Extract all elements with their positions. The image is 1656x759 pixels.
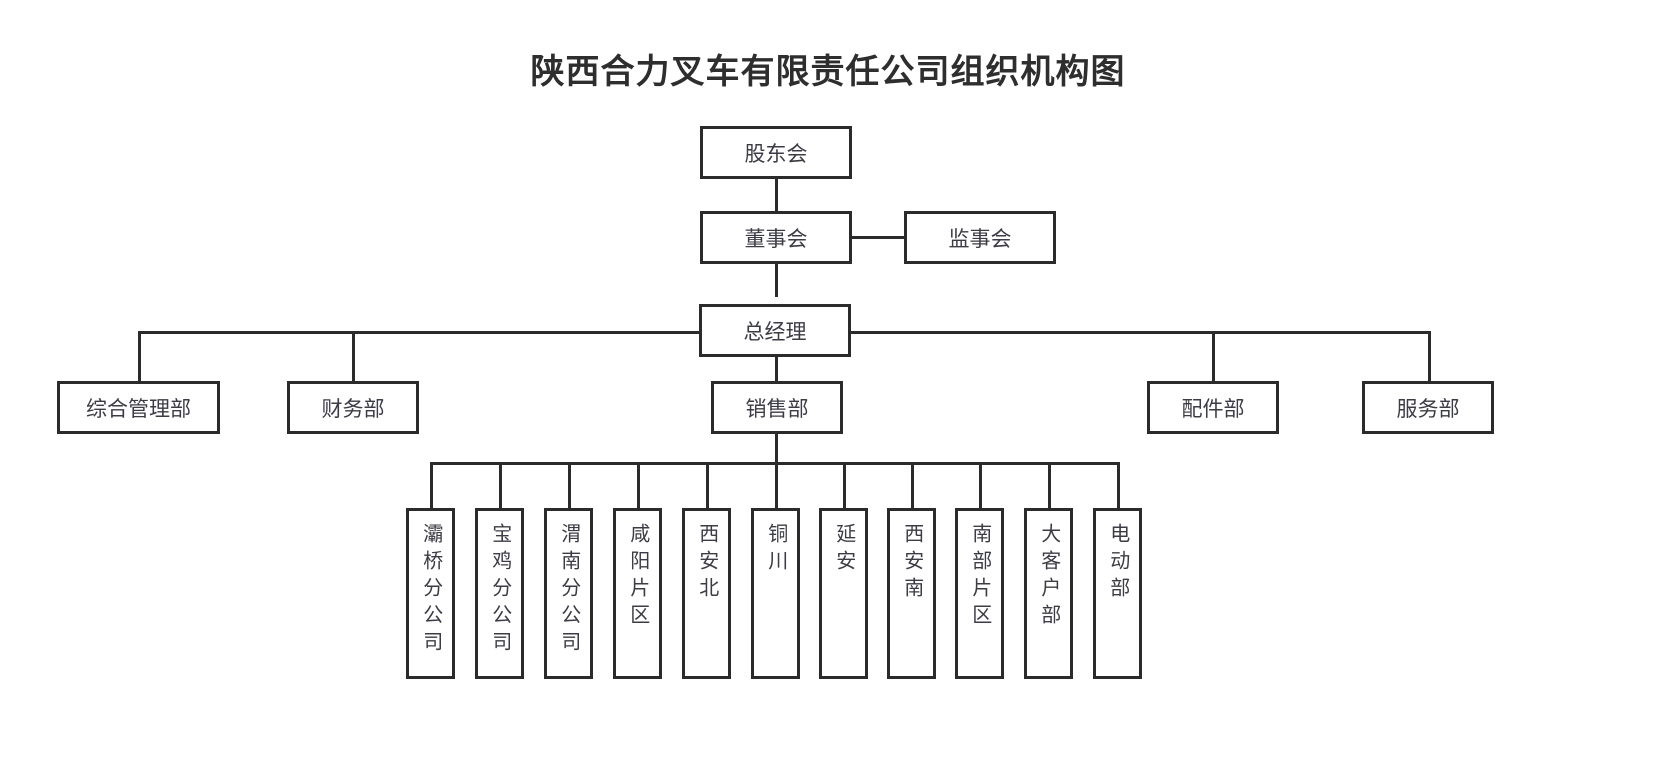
connector-branch-drop-8 xyxy=(979,462,982,508)
node-label: 咸阳片区 xyxy=(626,523,649,631)
node-sales-branch[interactable]: 渭南分公司 xyxy=(544,508,593,679)
node-label: 宝鸡分公司 xyxy=(488,523,511,658)
connector-branch-drop-5 xyxy=(775,462,778,508)
node-admin-department[interactable]: 综合管理部 xyxy=(57,381,220,434)
node-sales-branch[interactable]: 西安北 xyxy=(682,508,731,679)
node-sales-branch[interactable]: 灞桥分公司 xyxy=(406,508,455,679)
connector-branch-drop-6 xyxy=(843,462,846,508)
connector-gm-sales xyxy=(775,357,778,382)
node-sales-branch[interactable]: 电动部 xyxy=(1093,508,1142,679)
node-label: 灞桥分公司 xyxy=(419,523,442,658)
connector-gm-admin xyxy=(138,331,141,382)
connector-branch-drop-0 xyxy=(430,462,433,508)
node-board-of-directors[interactable]: 董事会 xyxy=(700,211,852,264)
node-finance-department[interactable]: 财务部 xyxy=(287,381,419,434)
node-label: 大客户部 xyxy=(1037,523,1060,631)
node-label: 延安 xyxy=(832,523,855,577)
connector-board-supervisors xyxy=(852,236,905,239)
connector-gm-finance xyxy=(352,331,355,382)
node-sales-branch[interactable]: 南部片区 xyxy=(955,508,1004,679)
page-title: 陕西合力叉车有限责任公司组织机构图 xyxy=(530,53,1126,91)
connector-sales-down xyxy=(775,430,778,462)
node-parts-department[interactable]: 配件部 xyxy=(1147,381,1279,434)
connector-branch-drop-2 xyxy=(568,462,571,508)
node-sales-branch[interactable]: 咸阳片区 xyxy=(613,508,662,679)
connector-branch-drop-3 xyxy=(637,462,640,508)
node-sales-branch[interactable]: 宝鸡分公司 xyxy=(475,508,524,679)
node-sales-department[interactable]: 销售部 xyxy=(711,381,843,434)
connector-gm-bus-left xyxy=(138,331,704,334)
node-label: 南部片区 xyxy=(968,523,991,631)
node-sales-branch[interactable]: 延安 xyxy=(819,508,868,679)
node-label: 电动部 xyxy=(1106,523,1129,604)
node-sales-branch[interactable]: 大客户部 xyxy=(1024,508,1073,679)
node-label: 西安北 xyxy=(695,523,718,604)
connector-branch-drop-4 xyxy=(706,462,709,508)
connector-gm-bus-right xyxy=(848,331,1431,334)
node-shareholders[interactable]: 股东会 xyxy=(700,126,852,179)
node-sales-branch[interactable]: 铜川 xyxy=(751,508,800,679)
connector-shareholders-board xyxy=(775,178,778,212)
connector-gm-service xyxy=(1428,331,1431,382)
node-label: 渭南分公司 xyxy=(557,523,580,658)
connector-branch-drop-10 xyxy=(1117,462,1120,508)
node-supervisory-board[interactable]: 监事会 xyxy=(904,211,1056,264)
connector-board-gm xyxy=(775,262,778,297)
node-service-department[interactable]: 服务部 xyxy=(1362,381,1494,434)
connector-branch-drop-1 xyxy=(499,462,502,508)
node-general-manager[interactable]: 总经理 xyxy=(699,304,851,357)
connector-branch-drop-7 xyxy=(911,462,914,508)
node-label: 铜川 xyxy=(764,523,787,577)
node-sales-branch[interactable]: 西安南 xyxy=(887,508,936,679)
connector-branch-drop-9 xyxy=(1048,462,1051,508)
connector-gm-parts xyxy=(1212,331,1215,382)
node-label: 西安南 xyxy=(900,523,923,604)
